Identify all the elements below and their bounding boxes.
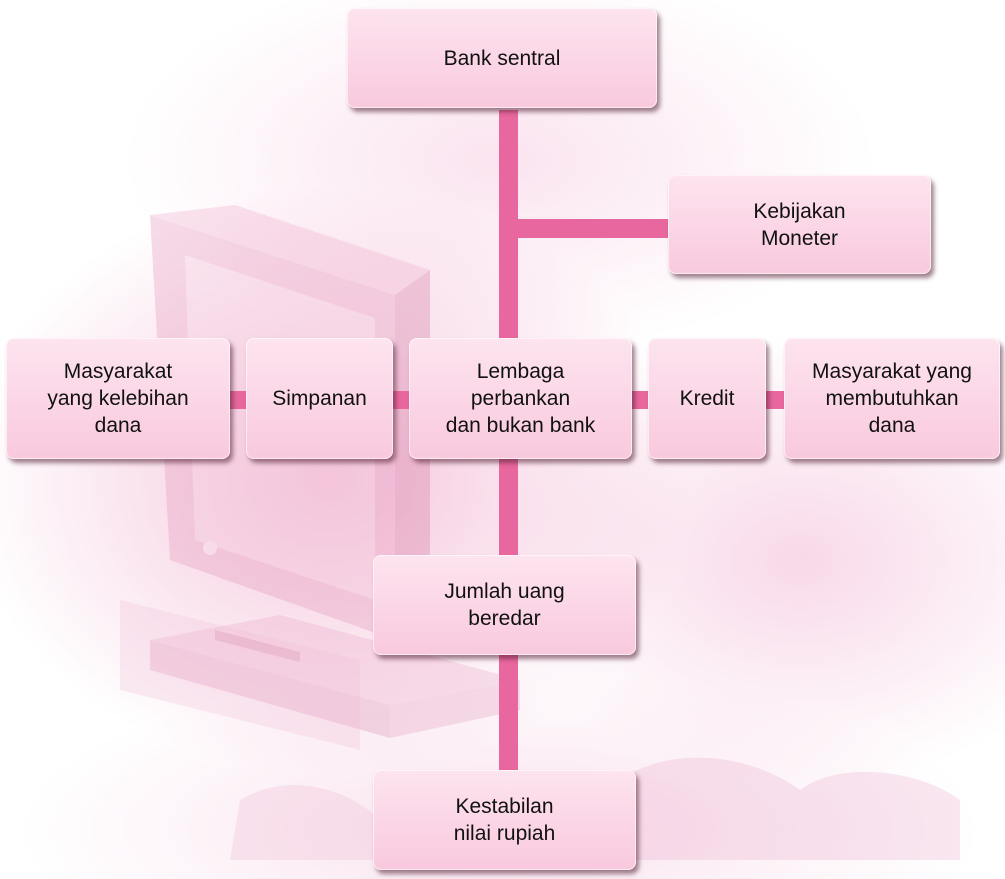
node-jumlah-uang: Jumlah uang beredar [373,555,636,655]
connector-left-inner [391,391,411,409]
connector-right-outer [764,391,786,409]
node-jumlah-uang-label: Jumlah uang beredar [444,580,565,630]
world-map-illustration [230,757,960,860]
node-bank-sentral: Bank sentral [347,8,657,108]
node-kredit-label: Kredit [679,387,735,410]
node-bank-sentral-label: Bank sentral [443,46,561,70]
node-masyarakat-membutuhkan: Masyarakat yang membutuhkan dana [784,338,1000,459]
node-kebijakan-moneter: Kebijakan Moneter [668,175,931,274]
connector-right-inner [630,391,650,409]
node-kredit: Kredit [648,338,766,459]
node-kestabilan: Kestabilan nilai rupiah [373,770,636,870]
node-masyarakat-kelebihan: Masyarakat yang kelebihan dana [6,338,230,459]
node-simpanan: Simpanan [246,338,393,459]
cpu-case-illustration [120,600,360,750]
node-kestabilan-label: Kestabilan nilai rupiah [453,795,556,845]
connector-to-kebijakan [508,219,670,238]
node-lembaga-label: Lembaga perbankan dan bukan bank [445,360,596,437]
node-kebijakan-moneter-label: Kebijakan Moneter [753,199,846,250]
connector-left-outer [228,391,248,409]
node-simpanan-label: Simpanan [272,387,367,410]
node-masyarakat-membutuhkan-label: Masyarakat yang membutuhkan dana [812,360,972,437]
node-lembaga: Lembaga perbankan dan bukan bank [409,338,632,459]
node-masyarakat-kelebihan-label: Masyarakat yang kelebihan dana [47,360,189,437]
keyboard-illustration [150,615,520,738]
